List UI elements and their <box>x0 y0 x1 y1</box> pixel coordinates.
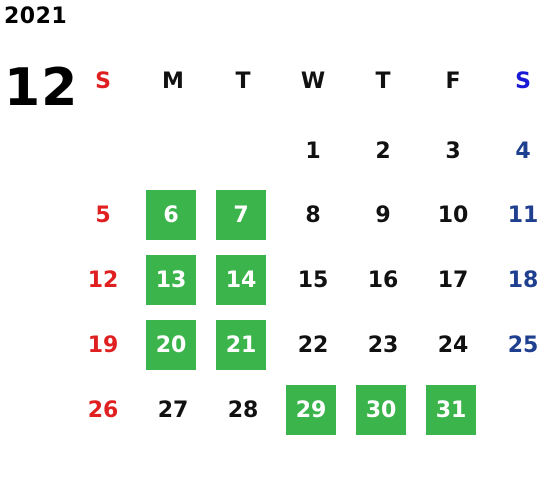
day-cell-saturday[interactable]: 25 <box>507 332 539 358</box>
weekday-thursday: T <box>375 68 391 94</box>
weekday-sunday: S <box>95 68 111 94</box>
day-cell-sunday[interactable]: 26 <box>87 397 119 423</box>
day-cell[interactable]: 22 <box>297 332 329 358</box>
day-cell[interactable]: 10 <box>437 202 469 228</box>
day-cell[interactable]: 3 <box>445 138 461 164</box>
day-cell-saturday[interactable]: 18 <box>507 267 539 293</box>
year-label: 2021 <box>4 4 68 29</box>
day-cell-highlighted[interactable]: 29 <box>286 385 336 435</box>
day-cell[interactable]: 16 <box>367 267 399 293</box>
day-cell[interactable]: 8 <box>305 202 321 228</box>
day-cell-highlighted[interactable]: 20 <box>146 320 196 370</box>
day-cell[interactable]: 15 <box>297 267 329 293</box>
day-cell[interactable]: 17 <box>437 267 469 293</box>
weekday-wednesday: W <box>300 68 326 94</box>
day-cell-highlighted[interactable]: 7 <box>216 190 266 240</box>
day-cell[interactable]: 28 <box>227 397 259 423</box>
day-cell-highlighted[interactable]: 31 <box>426 385 476 435</box>
day-cell-highlighted[interactable]: 21 <box>216 320 266 370</box>
month-number: 12 <box>4 58 79 118</box>
weekday-saturday: S <box>515 68 531 94</box>
day-cell[interactable]: 9 <box>375 202 391 228</box>
day-cell[interactable]: 2 <box>375 138 391 164</box>
weekday-friday: F <box>445 68 461 94</box>
day-cell[interactable]: 23 <box>367 332 399 358</box>
day-cell-highlighted[interactable]: 30 <box>356 385 406 435</box>
day-cell[interactable]: 24 <box>437 332 469 358</box>
day-cell-sunday[interactable]: 19 <box>87 332 119 358</box>
day-cell[interactable]: 27 <box>157 397 189 423</box>
day-cell-saturday[interactable]: 11 <box>507 202 539 228</box>
day-cell-highlighted[interactable]: 6 <box>146 190 196 240</box>
day-cell-highlighted[interactable]: 14 <box>216 255 266 305</box>
day-cell-sunday[interactable]: 5 <box>95 202 111 228</box>
weekday-tuesday: T <box>235 68 251 94</box>
weekday-monday: M <box>162 68 184 94</box>
day-cell-saturday[interactable]: 4 <box>515 138 531 164</box>
day-cell[interactable]: 1 <box>305 138 321 164</box>
day-cell-sunday[interactable]: 12 <box>87 267 119 293</box>
day-cell-highlighted[interactable]: 13 <box>146 255 196 305</box>
